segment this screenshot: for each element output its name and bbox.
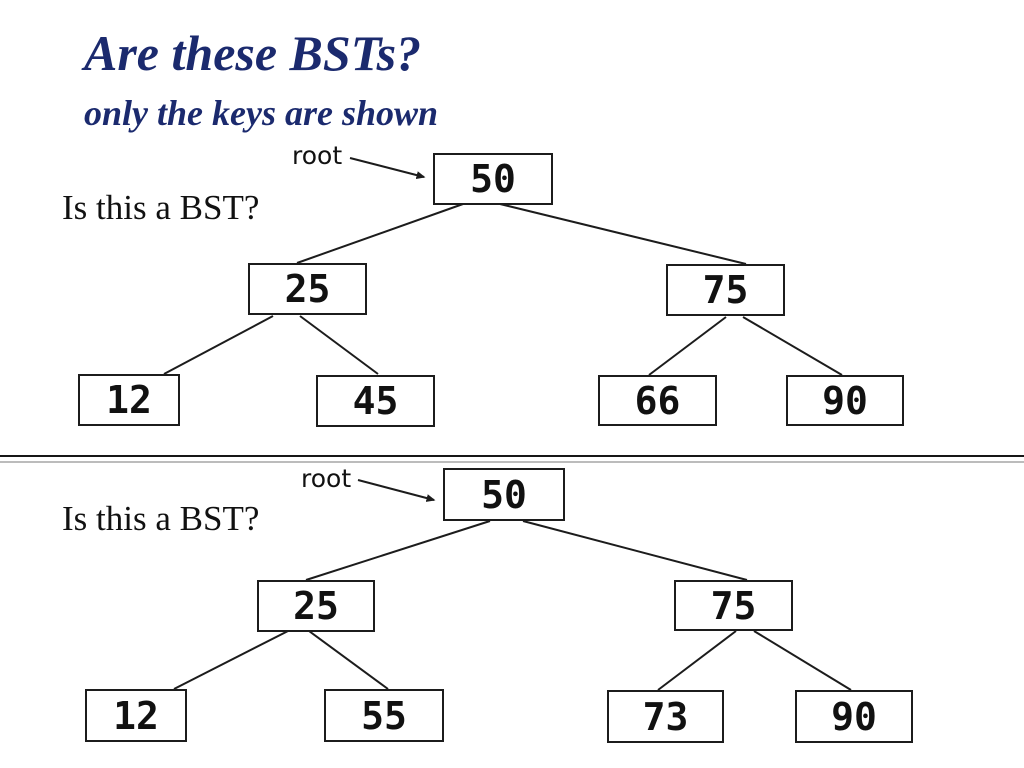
tree1-edge-right-rightright [742, 316, 843, 376]
tree1-root-label: root [292, 141, 343, 170]
tree2-node-left-left: 12 [85, 689, 187, 742]
tree2-node-right-right: 90 [795, 690, 913, 743]
tree2-root-arrow [357, 479, 436, 502]
tree2-edge-root-right [522, 520, 748, 581]
tree1-node-left-right: 45 [316, 375, 435, 427]
tree2-edge-left-leftright [308, 630, 389, 690]
tree2-question: Is this a BST? [62, 499, 260, 538]
section-divider [0, 455, 1024, 457]
tree1-root-arrow [349, 157, 426, 180]
tree1-node-right-left: 66 [598, 375, 717, 426]
tree2-node-right-left: 73 [607, 690, 724, 743]
tree1-edge-left-leftright [299, 315, 379, 375]
tree2-node-left-right: 55 [324, 689, 444, 742]
tree1-edge-left-leftleft [163, 315, 274, 375]
tree2-edge-root-left [305, 520, 491, 581]
tree1-node-right-right: 90 [786, 375, 904, 426]
tree1-edge-root-right [499, 203, 747, 265]
tree1-node-left-left: 12 [78, 374, 180, 426]
slide-subtitle: only the keys are shown [84, 93, 439, 133]
tree1-node-right: 75 [666, 264, 785, 316]
tree2-edge-right-rightleft [657, 630, 737, 691]
tree1-node-root: 50 [433, 153, 553, 205]
tree2-node-root: 50 [443, 468, 565, 521]
slide-title: Are these BSTs? [84, 25, 422, 81]
tree1-edge-root-left [296, 203, 464, 264]
tree1-edge-right-rightleft [648, 316, 727, 376]
tree1-node-left: 25 [248, 263, 367, 315]
tree1-question: Is this a BST? [62, 188, 260, 227]
tree2-node-left: 25 [257, 580, 375, 632]
section-divider-shadow [0, 461, 1024, 463]
tree2-edge-left-leftleft [173, 630, 289, 690]
tree2-node-right: 75 [674, 580, 793, 631]
tree2-root-label: root [301, 464, 352, 493]
tree2-edge-right-rightright [753, 630, 852, 691]
